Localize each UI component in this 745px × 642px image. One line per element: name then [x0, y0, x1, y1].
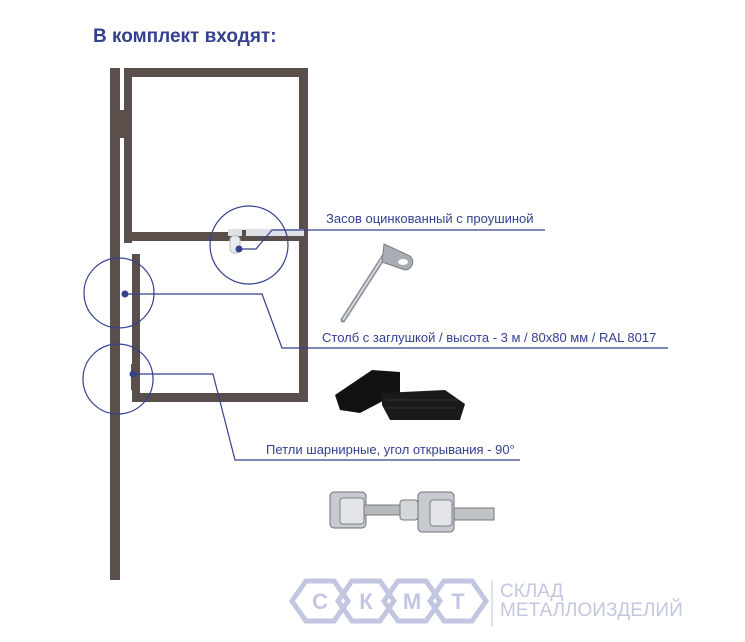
post	[110, 68, 120, 580]
company-logo	[288, 578, 493, 626]
post-label: Столб с заглушкой / высота - 3 м / 80x80…	[322, 330, 657, 345]
logo-text: СКЛАД МЕТАЛЛОИЗДЕЛИЙ	[500, 582, 683, 620]
hinge-zoom-circle-2	[82, 343, 154, 415]
post-cap-product-image	[335, 370, 465, 420]
callout-lines	[82, 205, 668, 461]
gate-frame	[110, 68, 308, 580]
latch-product-image	[340, 243, 414, 323]
logo-letter: Т	[451, 589, 465, 614]
latch-zoom-circle	[209, 205, 289, 285]
section-title: В комплект входят:	[93, 26, 277, 47]
logo-line-2: МЕТАЛЛОИЗДЕЛИЙ	[500, 600, 683, 621]
hinge-zoom-circle-1	[83, 257, 155, 329]
logo-letter: М	[403, 589, 421, 614]
logo-letters: С К М Т	[312, 589, 465, 614]
logo-line-1: СКЛАД	[500, 581, 564, 602]
hinge-product-image	[329, 491, 495, 533]
latch-label: Засов оцинкованный с проушиной	[326, 211, 534, 226]
hinges-label: Петли шарнирные, угол открывания - 90°	[266, 442, 515, 457]
logo-letter: С	[312, 589, 328, 614]
logo-letter: К	[359, 589, 373, 614]
